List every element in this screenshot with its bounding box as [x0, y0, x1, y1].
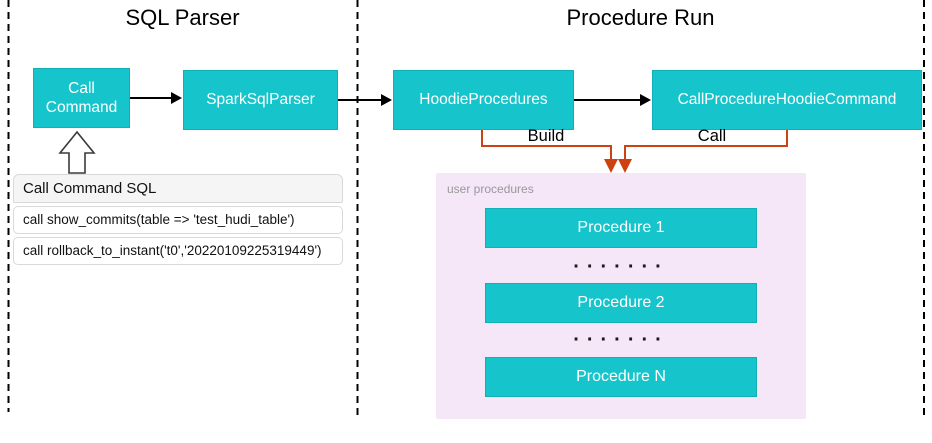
hollow-up-arrow — [58, 130, 96, 174]
sql-row-rollback: call rollback_to_instant('t0','202201092… — [13, 237, 343, 265]
section-title-sql-parser: SQL Parser — [125, 5, 240, 30]
arrow-sparksqlparser-to-hoodieprocedures — [338, 94, 392, 106]
procedure-box-2: Procedure 2 — [485, 283, 757, 323]
edge-call-arrow — [618, 129, 788, 173]
dots-separator: ······· — [573, 329, 669, 351]
procedure-box-1: Procedure 1 — [485, 208, 757, 248]
node-call-command: Call Command — [33, 68, 130, 128]
arrow-callcommand-to-sparksqlparser — [130, 92, 182, 104]
sql-panel-header: Call Command SQL — [13, 174, 343, 203]
sql-panel: Call Command SQL call show_commits(table… — [13, 174, 343, 268]
procedure-box-n: Procedure N — [485, 357, 757, 397]
user-procedures-label: user procedures — [447, 182, 534, 196]
user-procedures-container: user procedures Procedure 1 ······· Proc… — [436, 173, 806, 419]
arrow-hoodieprocedures-to-callprocedure — [574, 94, 651, 106]
node-sparksqlparser: SparkSqlParser — [183, 70, 338, 130]
section-title-procedure-run: Procedure Run — [566, 5, 715, 30]
sql-row-show-commits: call show_commits(table => 'test_hudi_ta… — [13, 206, 343, 234]
dots-separator: ······· — [573, 256, 669, 278]
node-callprocedurehoodiecommand: CallProcedureHoodieCommand — [652, 70, 922, 130]
node-hoodieprocedures: HoodieProcedures — [393, 70, 574, 130]
edge-label-call: Call — [697, 127, 727, 145]
edge-label-build: Build — [527, 127, 565, 145]
edge-build-arrow — [481, 129, 618, 173]
